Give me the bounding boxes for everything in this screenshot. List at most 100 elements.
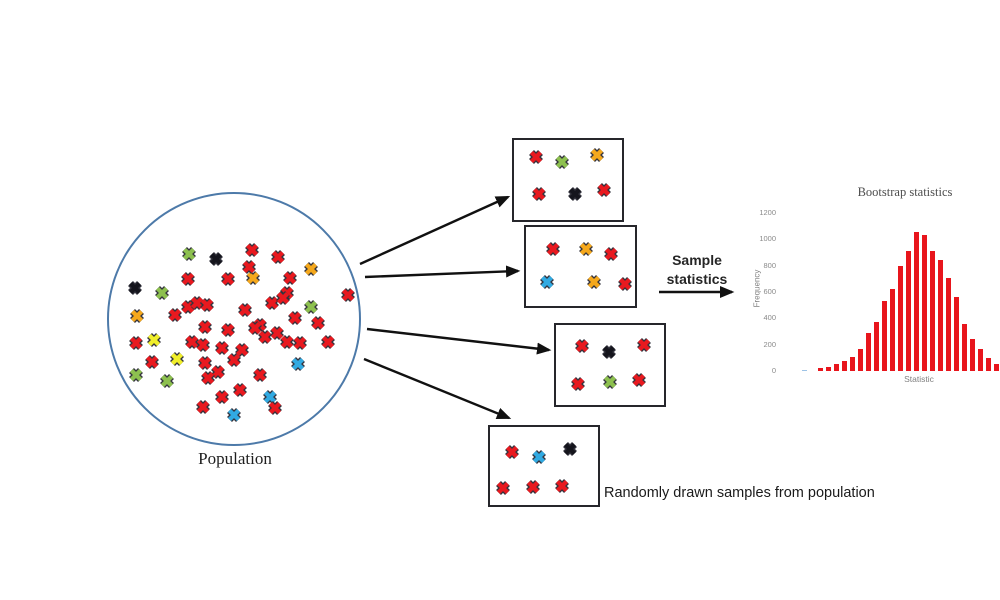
x-mark-red [198,320,212,334]
x-mark-red [185,335,199,349]
histogram-bar [969,339,975,371]
sample-box-3 [554,323,666,407]
arrow-1 [359,195,511,266]
x-mark-red [238,303,252,317]
x-mark-red [597,183,611,197]
x-mark-orange [130,309,144,323]
x-mark-red [546,242,560,256]
x-mark-red [201,371,215,385]
histogram-bar [961,323,967,371]
y-axis-tick: 800 [763,260,776,270]
x-mark-red [526,480,540,494]
x-mark-red [181,272,195,286]
x-mark-orange [304,262,318,276]
histogram-bar [881,301,887,371]
sample-statistics-line1: Sample [672,252,722,268]
x-mark-red [276,291,290,305]
x-mark-red [190,296,204,310]
x-mark-red [311,316,325,330]
sample-statistics-label: Sample statistics [647,251,747,289]
x-mark-red [293,336,307,350]
x-mark-red [270,326,284,340]
x-mark-red [196,400,210,414]
x-mark-blue [540,275,554,289]
x-mark-red [258,330,272,344]
histogram-bar [849,356,855,371]
x-mark-orange [590,148,604,162]
samples-caption: Randomly drawn samples from population [604,485,875,501]
x-mark-red [532,187,546,201]
histogram-bar [833,363,839,371]
x-mark-black [602,345,616,359]
x-mark-red [280,335,294,349]
x-mark-orange [579,242,593,256]
histogram-bar [889,289,895,371]
histogram-bar [929,250,935,371]
sample-statistics-line2: statistics [666,271,728,287]
x-mark-red [196,338,210,352]
y-axis-tick: 1200 [759,207,776,217]
x-mark-red [505,445,519,459]
x-mark-red [215,341,229,355]
x-mark-red [198,356,212,370]
histogram-bar [937,259,943,371]
x-mark-yellow [147,333,161,347]
x-mark-red [571,377,585,391]
histogram-bar [897,265,903,371]
x-mark-orange [587,275,601,289]
histogram-bar [945,278,951,371]
histogram-bar [977,348,983,371]
x-mark-red [283,271,297,285]
x-mark-red [211,365,225,379]
x-mark-red [288,311,302,325]
x-mark-yellow [170,352,184,366]
x-mark-red [555,479,569,493]
x-mark-red [253,368,267,382]
x-mark-red [221,323,235,337]
x-mark-red [245,243,259,257]
x-mark-black [128,281,142,295]
histogram-bar [841,361,847,371]
x-mark-red [235,343,249,357]
x-mark-green [160,374,174,388]
x-mark-red [618,277,632,291]
x-mark-red [496,481,510,495]
x-mark-red [341,288,355,302]
x-mark-red [321,335,335,349]
histogram-bar [985,357,991,371]
x-mark-black [563,442,577,456]
histogram-bar [953,296,959,371]
x-mark-blue [291,357,305,371]
x-mark-red [242,260,256,274]
arrow-4 [363,357,512,420]
x-mark-blue [263,390,277,404]
x-mark-red [265,296,279,310]
x-mark-red [227,353,241,367]
histogram-bar [921,235,927,371]
chart-title: Bootstrap statistics [857,185,953,199]
x-mark-red [604,247,618,261]
sample-box-4 [488,425,600,507]
y-axis-tick: 0 [771,366,776,375]
x-mark-blue [227,408,241,422]
x-mark-red [248,321,262,335]
population-label: Population [198,449,272,468]
x-mark-red [233,383,247,397]
x-mark-blue [532,450,546,464]
x-mark-green [304,300,318,314]
x-mark-red [215,390,229,404]
x-mark-red [268,401,282,415]
x-mark-red [129,336,143,350]
x-mark-green [129,368,143,382]
histogram-bar [913,232,919,371]
histogram-bar [825,367,831,371]
x-mark-red [145,355,159,369]
sample-box-2 [524,225,637,308]
x-mark-black [209,252,223,266]
x-mark-red [637,338,651,352]
x-mark-red [181,300,195,314]
y-axis-tick: 200 [763,339,776,349]
histogram-bar [801,369,807,371]
x-mark-red [632,373,646,387]
